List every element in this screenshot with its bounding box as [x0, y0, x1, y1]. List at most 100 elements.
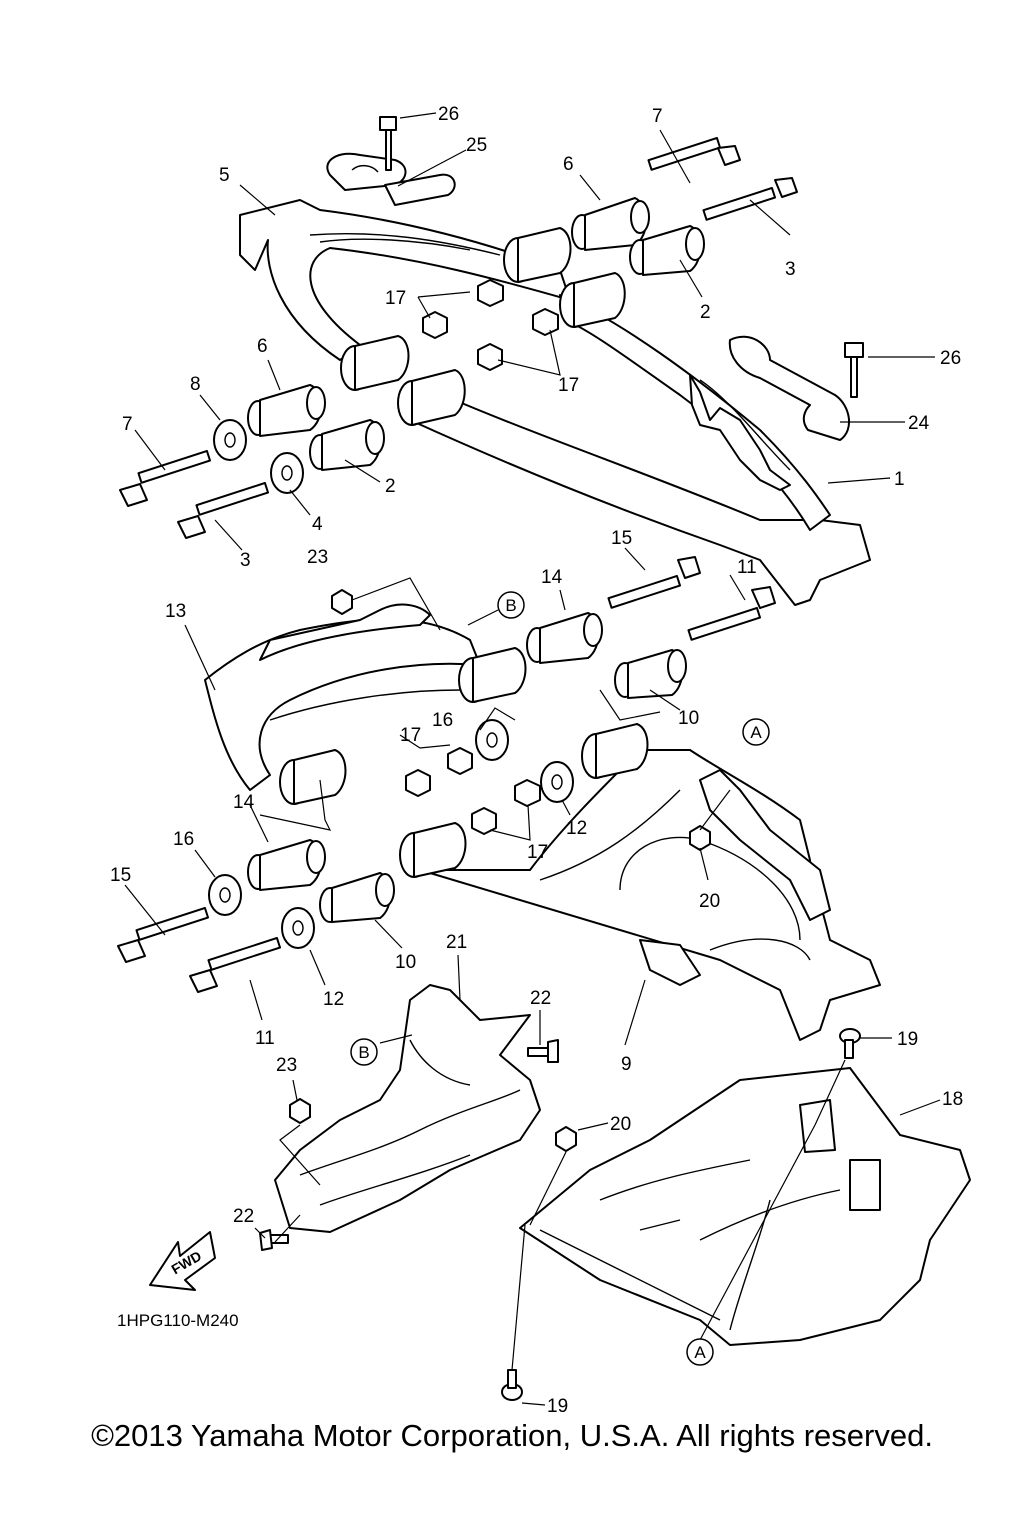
- bolt-part: [119, 449, 212, 507]
- fwd-arrow-icon: FWD: [149, 1231, 216, 1291]
- washer-part: [475, 719, 509, 761]
- callout-17: 17: [385, 288, 406, 309]
- callout-25: 25: [466, 135, 487, 156]
- nut-part: [689, 825, 711, 851]
- callout-9: 9: [621, 1054, 632, 1075]
- nut-part: [422, 311, 448, 339]
- callout-23: 23: [276, 1055, 297, 1076]
- callout-11: 11: [737, 557, 757, 578]
- collar-part: [340, 335, 410, 391]
- callout-3: 3: [785, 259, 796, 280]
- bolt-part: [702, 177, 798, 221]
- callout-18: 18: [942, 1089, 963, 1110]
- nut-part: [514, 779, 541, 807]
- callout-20: 20: [699, 891, 720, 912]
- callout-13: 13: [165, 601, 186, 622]
- callout-15: 15: [611, 528, 632, 549]
- lower-arm-front-part: [204, 618, 481, 791]
- callout-2: 2: [385, 476, 396, 497]
- callout-19: 19: [547, 1396, 568, 1417]
- nut-part: [555, 1126, 577, 1152]
- front-guard-part: [274, 984, 541, 1233]
- callout-10: 10: [395, 952, 416, 973]
- nut-part: [289, 1098, 311, 1124]
- callout-20: 20: [610, 1114, 631, 1135]
- callout-17: 17: [400, 725, 421, 746]
- nut-part: [405, 769, 431, 797]
- copyright-notice: ©2013 Yamaha Motor Corporation, U.S.A. A…: [91, 1418, 933, 1453]
- collar-part: [397, 369, 466, 426]
- bolt-part: [839, 1028, 861, 1059]
- callout-22: 22: [233, 1206, 254, 1227]
- rear-guard-part: [519, 1067, 971, 1346]
- callout-16: 16: [432, 710, 453, 731]
- callout-14: 14: [233, 792, 255, 813]
- lower-arm-assembly: [117, 556, 881, 1041]
- callout-8: 8: [190, 374, 201, 395]
- collar-part: [559, 272, 626, 328]
- nut-part: [471, 807, 497, 835]
- drawing-code: 1HPG110-M240: [117, 1311, 239, 1330]
- leader-lines: [124, 112, 941, 1406]
- washer-part: [540, 761, 574, 803]
- collar-part: [581, 723, 649, 779]
- callout-22: 22: [530, 988, 551, 1009]
- callout-12: 12: [566, 818, 587, 839]
- bolt-part: [177, 481, 270, 539]
- collar-part: [399, 822, 467, 878]
- callout-4: 4: [312, 514, 323, 535]
- callout-7: 7: [652, 106, 663, 127]
- callout-6: 6: [563, 154, 574, 175]
- bolt-part: [687, 586, 776, 641]
- callout-26: 26: [940, 348, 961, 369]
- callout-5: 5: [219, 165, 230, 186]
- callout-6: 6: [257, 336, 268, 357]
- bushing-part: [247, 839, 326, 891]
- bracket-part: [384, 173, 456, 206]
- bolt-part: [189, 936, 282, 993]
- bolt-part: [379, 116, 397, 171]
- callout-3: 3: [240, 550, 251, 571]
- washer-part: [281, 907, 315, 949]
- bolt-part: [501, 1369, 523, 1401]
- bushing-part: [309, 419, 385, 471]
- collar-part: [458, 647, 527, 703]
- collar-part: [503, 227, 572, 283]
- reference-marker-a: A: [742, 718, 770, 746]
- reference-markers: B A B A: [350, 591, 770, 1366]
- svg-text:A: A: [750, 723, 762, 742]
- callout-21: 21: [446, 932, 467, 953]
- upper-arm-assembly: [119, 116, 871, 606]
- callout-17: 17: [527, 842, 548, 863]
- upper-arm-frame-part: [239, 199, 571, 361]
- callout-23: 23: [307, 547, 328, 568]
- nut-part: [331, 589, 353, 615]
- bushing-part: [319, 872, 395, 923]
- callout-7: 7: [122, 414, 133, 435]
- callout-12: 12: [323, 989, 344, 1010]
- washer-part: [208, 874, 242, 916]
- upper-a-arm-part: [409, 384, 871, 606]
- bolt-part: [844, 342, 864, 398]
- bushing-part: [247, 384, 326, 437]
- callout-2: 2: [700, 302, 711, 323]
- reference-marker-a: A: [686, 1338, 714, 1366]
- callout-10: 10: [678, 708, 699, 729]
- svg-text:B: B: [505, 596, 516, 615]
- callout-19: 19: [897, 1029, 918, 1050]
- washer-part: [213, 419, 247, 461]
- callout-26: 26: [438, 104, 459, 125]
- nut-part: [532, 308, 559, 336]
- bolt-part: [647, 136, 741, 171]
- nut-part: [477, 343, 503, 371]
- bolt-part: [607, 556, 701, 609]
- callout-1: 1: [894, 469, 905, 490]
- svg-text:B: B: [358, 1043, 369, 1062]
- callout-15: 15: [110, 865, 131, 886]
- washer-part: [270, 452, 304, 494]
- nut-part: [477, 279, 504, 307]
- bushing-part: [571, 197, 650, 251]
- guards-assembly: [259, 984, 971, 1401]
- callout-17: 17: [558, 375, 579, 396]
